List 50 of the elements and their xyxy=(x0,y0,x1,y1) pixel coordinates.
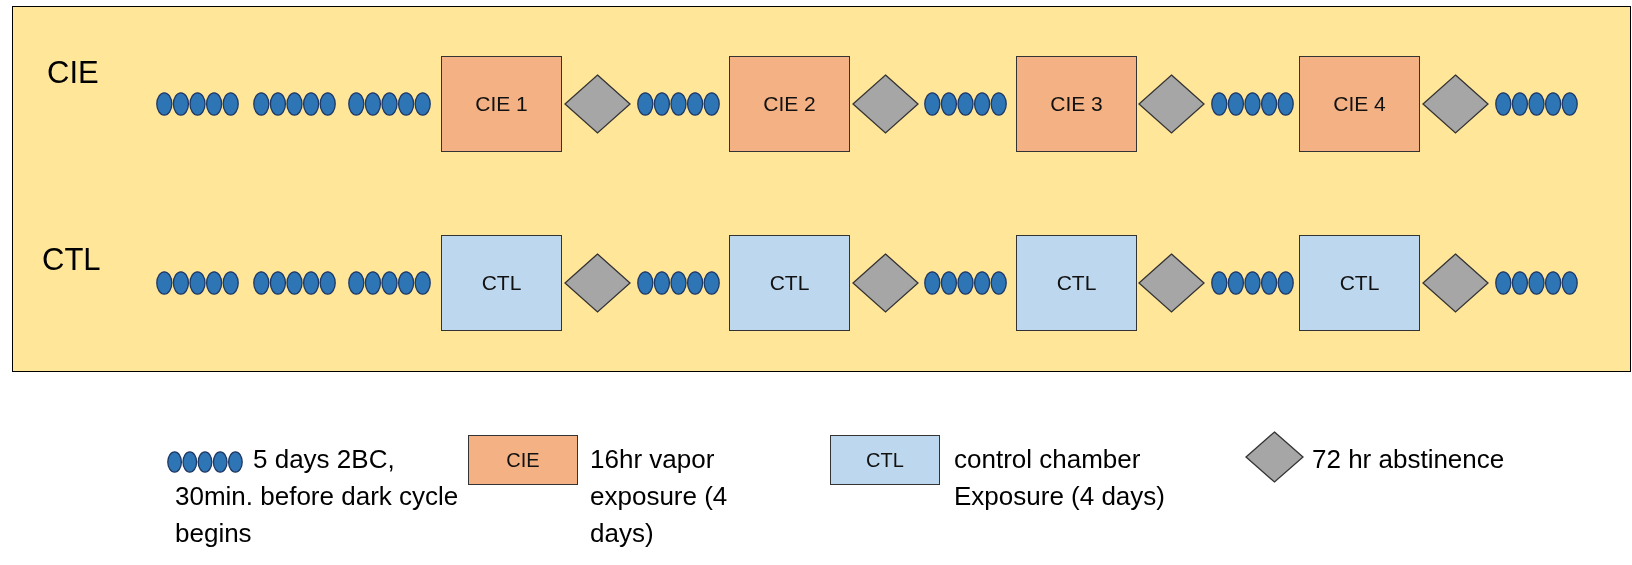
dots-icon xyxy=(1211,92,1294,116)
dots-icon xyxy=(637,92,720,116)
diamond-shape xyxy=(1423,75,1488,133)
box-label: CIE 2 xyxy=(763,92,816,116)
dots-icon xyxy=(924,92,1007,116)
diamond-shape xyxy=(853,254,918,312)
legend-text: control chamber Exposure (4 days) xyxy=(954,443,1166,513)
diamond-shape xyxy=(565,254,630,312)
dots-icon xyxy=(156,92,239,116)
legend-text: 72 hr abstinence xyxy=(1312,443,1506,476)
exposure-box xyxy=(441,56,562,152)
diamond-shape xyxy=(1423,254,1488,312)
diamond-shape xyxy=(853,75,918,133)
diamond-shape xyxy=(565,75,630,133)
dots-icon xyxy=(348,92,431,116)
diamond-shape xyxy=(1139,75,1204,133)
dots-icon xyxy=(156,271,239,295)
legend-text: 5 days 2BC, 30min. before dark cycle begins xyxy=(175,443,460,550)
box-label: CIE 4 xyxy=(1333,92,1386,116)
box-label: CIE 1 xyxy=(475,92,528,116)
box-label: CTL xyxy=(769,271,810,295)
exposure-box xyxy=(1299,235,1420,331)
exposure-box xyxy=(729,235,850,331)
dots-icon xyxy=(253,92,336,116)
dots-icon xyxy=(924,271,1007,295)
box-label: CTL xyxy=(481,271,522,295)
row-label: CTL xyxy=(42,242,101,278)
row-label: CIE xyxy=(47,55,99,91)
dots-icon xyxy=(1495,271,1578,295)
dots-icon xyxy=(167,451,243,473)
box-label: CTL xyxy=(866,448,904,472)
exposure-box xyxy=(729,56,850,152)
box-label: CTL xyxy=(1056,271,1097,295)
box-label: CIE 3 xyxy=(1050,92,1103,116)
dots-icon xyxy=(1211,271,1294,295)
diamond-shape xyxy=(1246,432,1303,482)
dots-icon xyxy=(637,271,720,295)
dots-icon xyxy=(253,271,336,295)
box-label: CTL xyxy=(1339,271,1380,295)
dots-icon xyxy=(348,271,431,295)
exposure-box xyxy=(441,235,562,331)
exposure-box xyxy=(830,435,940,485)
exposure-box xyxy=(1016,56,1137,152)
legend-text: 16hr vapor exposure (4 days) xyxy=(590,443,729,550)
box-label: CIE xyxy=(506,448,540,472)
exposure-box xyxy=(1299,56,1420,152)
diamond-shape xyxy=(1139,254,1204,312)
exposure-box xyxy=(468,435,578,485)
exposure-box xyxy=(1016,235,1137,331)
dots-icon xyxy=(1495,92,1578,116)
